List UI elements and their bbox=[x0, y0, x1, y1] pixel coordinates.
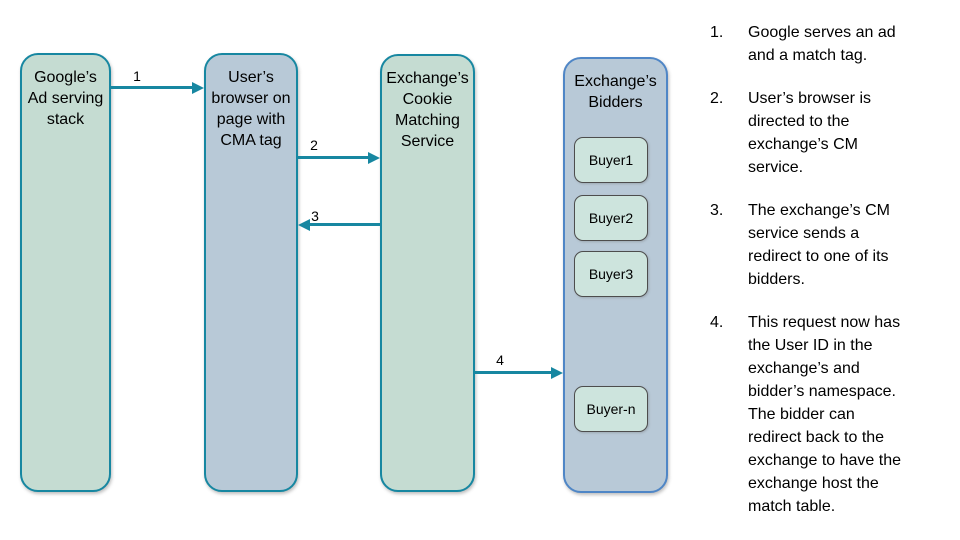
arrow-shaft bbox=[308, 223, 380, 226]
step-2-number: 2. bbox=[710, 90, 724, 107]
arrow-3-label: 3 bbox=[311, 208, 319, 224]
buyer1-chip: Buyer1 bbox=[574, 137, 648, 183]
step-item-1: 1. Google serves an ad and a match tag. bbox=[710, 21, 945, 67]
step-3-text: The exchange’s CM service sends a redire… bbox=[748, 202, 890, 288]
arrow-1-label: 1 bbox=[133, 68, 141, 84]
step-4-number: 4. bbox=[710, 314, 724, 331]
buyer1-label: Buyer1 bbox=[588, 152, 634, 168]
step-item-2: 2. User’s browser is directed to the exc… bbox=[710, 87, 945, 179]
arrow-shaft bbox=[474, 371, 553, 374]
arrowhead-left-icon bbox=[298, 219, 310, 231]
buyer-n-chip: Buyer-n bbox=[574, 386, 648, 432]
node-user-browser: User’s browser on page with CMA tag bbox=[204, 53, 298, 492]
arrowhead-right-icon bbox=[192, 82, 204, 94]
arrow-4-label: 4 bbox=[496, 352, 504, 368]
step-item-3: 3. The exchange’s CM service sends a red… bbox=[710, 199, 945, 291]
buyer-n-label: Buyer-n bbox=[586, 401, 636, 417]
node-google-label: Google’s Ad serving stack bbox=[27, 69, 104, 128]
arrow-3-cm-to-browser-icon bbox=[298, 219, 380, 231]
node-google-ad-serving-stack: Google’s Ad serving stack bbox=[20, 53, 111, 492]
step-1-text: Google serves an ad and a match tag. bbox=[748, 24, 896, 64]
arrow-1-google-to-browser-icon bbox=[111, 82, 204, 94]
arrowhead-right-icon bbox=[368, 152, 380, 164]
arrow-2-label: 2 bbox=[310, 137, 318, 153]
node-exchange-bidders: Exchange’s Bidders Buyer1 Buyer2 Buyer3 … bbox=[563, 57, 668, 493]
step-3-number: 3. bbox=[710, 202, 724, 219]
step-4-text: This request now has the User ID in the … bbox=[748, 314, 902, 515]
arrow-shaft bbox=[298, 156, 370, 159]
arrow-2-browser-to-cm-icon bbox=[298, 152, 380, 164]
node-cm-label: Exchange’s Cookie Matching Service bbox=[386, 70, 469, 150]
node-bidders-label: Exchange’s Bidders bbox=[574, 73, 657, 111]
node-cookie-matching-service: Exchange’s Cookie Matching Service bbox=[380, 54, 475, 492]
arrow-shaft bbox=[111, 86, 194, 89]
step-2-text: User’s browser is directed to the exchan… bbox=[748, 90, 871, 176]
step-item-4: 4. This request now has the User ID in t… bbox=[710, 311, 945, 518]
buyer3-label: Buyer3 bbox=[588, 266, 634, 282]
arrow-4-cm-to-bidders-icon bbox=[474, 367, 563, 379]
node-browser-label: User’s browser on page with CMA tag bbox=[211, 69, 291, 149]
step-1-number: 1. bbox=[710, 24, 724, 41]
buyer2-chip: Buyer2 bbox=[574, 195, 648, 241]
buyer3-chip: Buyer3 bbox=[574, 251, 648, 297]
buyer2-label: Buyer2 bbox=[588, 210, 634, 226]
arrowhead-right-icon bbox=[551, 367, 563, 379]
steps-list: 1. Google serves an ad and a match tag. … bbox=[710, 21, 945, 538]
